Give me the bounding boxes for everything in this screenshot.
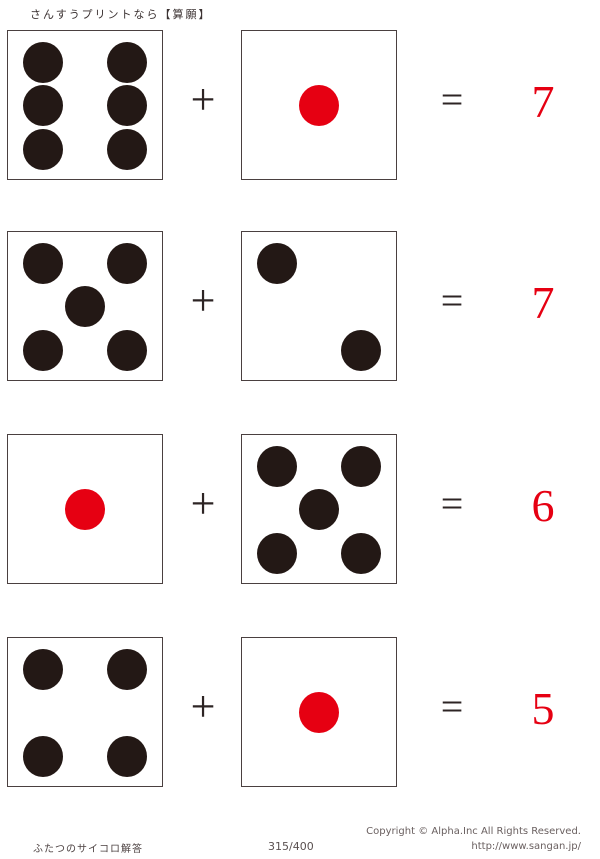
die-pip [107, 649, 147, 690]
die-pip [23, 42, 63, 83]
plus-operator: + [190, 479, 216, 528]
die-pip [299, 692, 339, 733]
page-header-title: さんすうプリントなら【算願】 [30, 8, 212, 21]
die-pip [65, 286, 105, 327]
die-left [7, 434, 163, 584]
footer-copyright: Copyright © Alpha.Inc All Rights Reserve… [366, 826, 581, 837]
die-pip [107, 42, 147, 83]
problem-row: + = 5 [0, 637, 600, 789]
footer-sheet-title: ふたつのサイコロ解答 [33, 844, 143, 855]
die-left [7, 231, 163, 381]
answer-value: 5 [531, 683, 555, 734]
die-pip [107, 736, 147, 777]
die-pip [23, 85, 63, 126]
plus-operator: + [190, 682, 216, 731]
footer-url-link[interactable]: http://www.sangan.jp/ [471, 841, 581, 852]
equals-operator: = [440, 278, 464, 323]
die-pip [23, 243, 63, 284]
die-pip [299, 85, 339, 126]
answer-value: 7 [531, 277, 555, 328]
die-pip [65, 489, 105, 530]
equals-operator: = [440, 77, 464, 122]
die-right [241, 637, 397, 787]
die-pip [107, 129, 147, 170]
equals-operator: = [440, 684, 464, 729]
die-pip [23, 736, 63, 777]
footer-page-number: 315/400 [268, 840, 314, 853]
answer-value: 7 [531, 76, 555, 127]
page-footer: ふたつのサイコロ解答 315/400 Copyright © Alpha.Inc… [0, 820, 600, 859]
die-pip [23, 129, 63, 170]
problem-row: + = 6 [0, 434, 600, 586]
die-pip [257, 243, 297, 284]
die-pip [107, 85, 147, 126]
die-pip [23, 649, 63, 690]
die-pip [257, 533, 297, 574]
die-pip [23, 330, 63, 371]
die-pip [299, 489, 339, 530]
equals-operator: = [440, 481, 464, 526]
die-pip [107, 243, 147, 284]
die-pip [257, 446, 297, 487]
answer-value: 6 [531, 480, 555, 531]
die-right [241, 30, 397, 180]
die-pip [341, 330, 381, 371]
die-pip [341, 446, 381, 487]
die-left [7, 30, 163, 180]
die-pip [341, 533, 381, 574]
die-pip [107, 330, 147, 371]
die-right [241, 434, 397, 584]
plus-operator: + [190, 75, 216, 124]
problem-row: + = 7 [0, 30, 600, 182]
die-right [241, 231, 397, 381]
die-left [7, 637, 163, 787]
plus-operator: + [190, 276, 216, 325]
problem-row: + = 7 [0, 231, 600, 383]
